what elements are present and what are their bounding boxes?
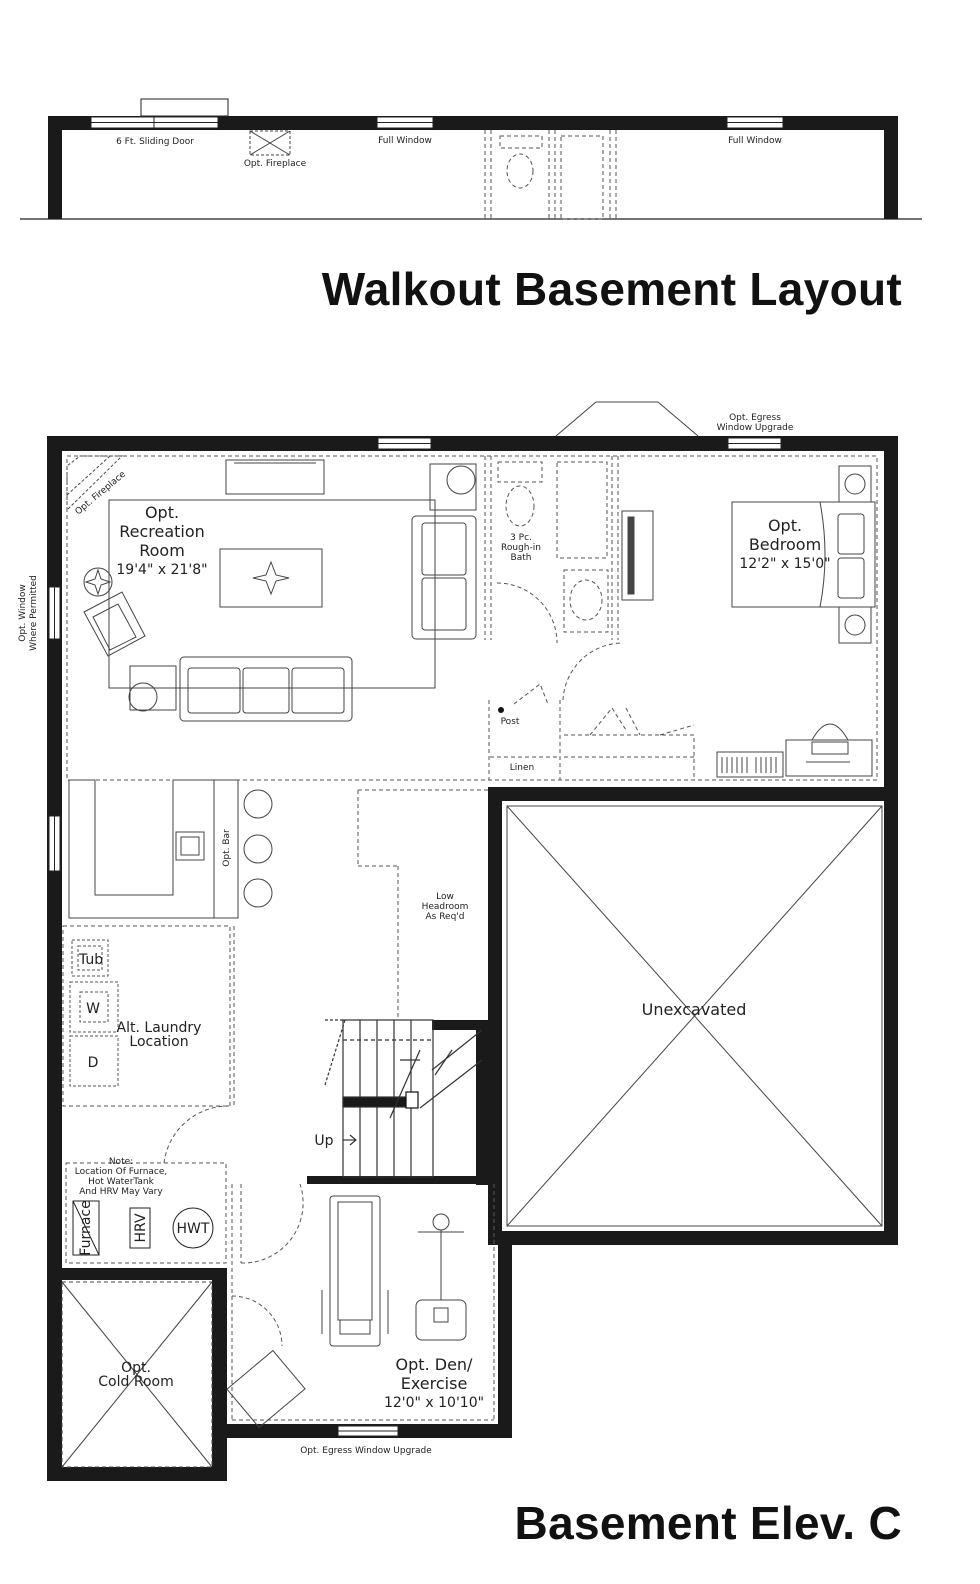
bath-label-1: 3 Pc. bbox=[510, 533, 532, 543]
cold-room-label-1: Opt. bbox=[121, 1360, 151, 1376]
linen-label: Linen bbox=[510, 763, 534, 773]
bedroom-furniture bbox=[621, 465, 876, 778]
note-label-3: Hot WaterTank bbox=[88, 1177, 154, 1187]
unexcavated-label: Unexcavated bbox=[642, 1000, 747, 1019]
exterior-walls bbox=[47, 436, 898, 1481]
full-window-label-2: Full Window bbox=[728, 136, 782, 146]
bath-label-3: Bath bbox=[511, 553, 532, 563]
corner-fireplace bbox=[66, 455, 124, 512]
laundry-fixtures bbox=[69, 939, 119, 1087]
staircase bbox=[324, 1019, 483, 1178]
egress-top-label-1: Opt. Egress bbox=[729, 413, 781, 423]
sliding-door-label: 6 Ft. Sliding Door bbox=[116, 137, 194, 147]
egress-bottom-label: Opt. Egress Window Upgrade bbox=[300, 1446, 432, 1456]
post-label: Post bbox=[501, 717, 520, 727]
unexcavated-area bbox=[506, 805, 883, 1227]
note-label-1: Note: bbox=[109, 1157, 133, 1167]
tub-label: Tub bbox=[78, 952, 103, 968]
rec-room-label-3: Room bbox=[139, 541, 185, 560]
exercise-equipment bbox=[226, 1195, 467, 1429]
low-headroom-label-2: Headroom bbox=[422, 902, 469, 912]
bar-label: Opt. Bar bbox=[222, 829, 232, 867]
bar-counter bbox=[68, 779, 273, 919]
note-label-4: And HRV May Vary bbox=[79, 1187, 163, 1197]
hwt-label: HWT bbox=[177, 1221, 210, 1237]
cold-room-label-2: Cold Room bbox=[98, 1374, 173, 1390]
laundry-label-2: Location bbox=[129, 1034, 188, 1050]
low-headroom-label-3: As Req'd bbox=[426, 912, 465, 922]
bath-label-2: Rough-in bbox=[501, 543, 541, 553]
laundry-label-1: Alt. Laundry bbox=[117, 1020, 202, 1036]
bedroom-label-1: Opt. bbox=[768, 516, 802, 535]
washer-label: W bbox=[86, 1001, 100, 1017]
recreation-furniture bbox=[83, 459, 477, 722]
stairs-up-label: Up bbox=[314, 1133, 333, 1149]
low-headroom-label-1: Low bbox=[436, 892, 454, 902]
rec-room-label-1: Opt. bbox=[145, 503, 179, 522]
fireplace-elevation bbox=[249, 130, 291, 156]
full-window-label-1: Full Window bbox=[378, 136, 432, 146]
cold-room-area bbox=[61, 1281, 213, 1468]
bedroom-dimensions: 12'2" x 15'0" bbox=[739, 556, 830, 572]
elevation-view: 6 Ft. Sliding Door Opt. Fireplace Full W… bbox=[20, 98, 922, 220]
post-icon bbox=[498, 707, 504, 713]
interior-partitions bbox=[62, 455, 878, 1421]
layout-title: Walkout Basement Layout bbox=[321, 263, 902, 315]
elev-fireplace-label: Opt. Fireplace bbox=[244, 159, 307, 169]
elevation-title: Basement Elev. C bbox=[514, 1497, 902, 1549]
door-swings bbox=[163, 582, 695, 1347]
side-window-label-1: Opt. Window bbox=[18, 584, 28, 642]
mechanical-equipment bbox=[72, 1200, 214, 1256]
den-dimensions: 12'0" x 10'10" bbox=[384, 1395, 484, 1411]
egress-top-label-2: Window Upgrade bbox=[717, 423, 794, 433]
windows bbox=[48, 437, 782, 1437]
hrv-label: HRV bbox=[133, 1213, 149, 1242]
rec-room-dimensions: 19'4" x 21'8" bbox=[116, 562, 207, 578]
bedroom-label-2: Bedroom bbox=[749, 535, 821, 554]
den-label-2: Exercise bbox=[401, 1374, 468, 1393]
bath-fixtures bbox=[497, 461, 609, 633]
basement-plan: Opt. Egress Window Upgrade Opt. Fireplac… bbox=[18, 401, 898, 1481]
furnace-label: Furnace bbox=[78, 1200, 94, 1255]
rec-room-label-2: Recreation bbox=[119, 522, 205, 541]
note-label-2: Location Of Furnace, bbox=[75, 1167, 168, 1177]
side-window-label-2: Where Permitted bbox=[29, 575, 39, 651]
den-label-1: Opt. Den/ bbox=[396, 1355, 474, 1374]
dryer-label: D bbox=[88, 1055, 99, 1071]
